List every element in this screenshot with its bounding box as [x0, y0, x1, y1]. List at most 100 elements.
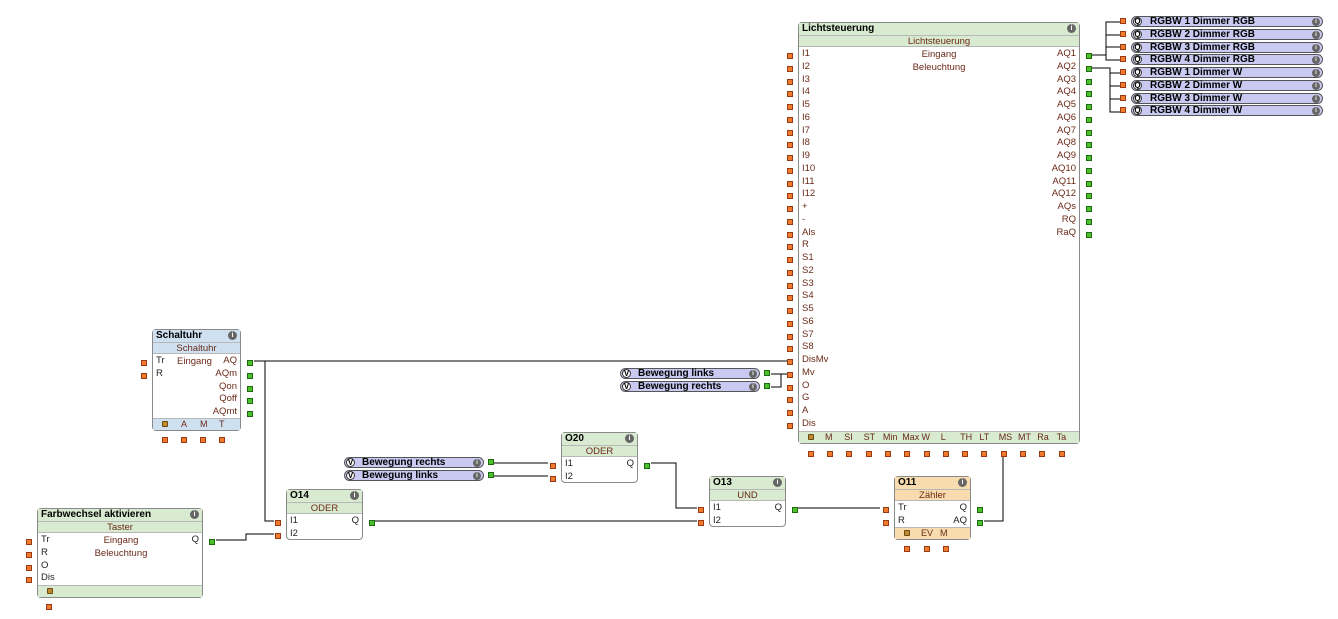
input-pin[interactable] — [26, 577, 32, 584]
info-icon[interactable]: i — [1312, 18, 1320, 26]
lock-icon[interactable] — [47, 588, 53, 594]
output-pin-in[interactable] — [1120, 43, 1126, 50]
info-icon[interactable]: i — [190, 510, 199, 519]
output-pin[interactable] — [644, 463, 650, 469]
input-pin[interactable] — [787, 422, 793, 429]
output-pin-in[interactable] — [1120, 69, 1126, 75]
input-pin[interactable] — [787, 180, 793, 187]
output-pin[interactable] — [209, 539, 215, 545]
output-pin[interactable] — [1086, 155, 1092, 161]
input-pin[interactable] — [787, 410, 793, 416]
input-pin[interactable] — [26, 539, 32, 545]
output-pin-in[interactable] — [1120, 56, 1126, 63]
input-pin[interactable] — [787, 359, 793, 365]
footer-pin[interactable] — [904, 546, 910, 552]
footer-pin[interactable] — [46, 604, 52, 610]
input-pin[interactable] — [787, 142, 793, 149]
variable-out-pin[interactable] — [488, 471, 494, 478]
info-icon[interactable]: i — [1312, 69, 1320, 77]
output-pin[interactable] — [247, 385, 253, 392]
output-pin[interactable] — [1086, 167, 1092, 174]
variable-out-pin[interactable] — [764, 370, 770, 376]
info-icon[interactable]: i — [1312, 56, 1320, 65]
variable-out-pin[interactable] — [764, 382, 770, 389]
output-pin-in[interactable] — [1120, 107, 1126, 114]
output-pin[interactable] — [977, 519, 983, 526]
footer-pin[interactable] — [942, 451, 949, 457]
info-icon[interactable]: i — [1067, 24, 1076, 33]
footer-pin[interactable] — [981, 451, 988, 457]
info-icon[interactable]: i — [749, 382, 757, 391]
input-pin[interactable] — [787, 218, 793, 225]
footer-pin[interactable] — [846, 451, 853, 457]
output-pin[interactable] — [1086, 180, 1092, 187]
output-pin[interactable] — [1086, 116, 1092, 123]
footer-pin[interactable] — [865, 451, 872, 457]
info-icon[interactable]: i — [1312, 43, 1320, 52]
input-pin[interactable] — [787, 282, 793, 289]
output-pin-in[interactable] — [1120, 94, 1126, 101]
output-pin[interactable] — [1086, 104, 1092, 110]
input-pin[interactable] — [787, 78, 793, 85]
input-pin[interactable] — [787, 53, 793, 59]
info-icon[interactable]: i — [1312, 107, 1320, 116]
input-pin[interactable] — [275, 520, 281, 526]
info-icon[interactable]: i — [1312, 94, 1320, 103]
input-pin[interactable] — [550, 475, 556, 482]
output-pin[interactable] — [247, 372, 253, 379]
footer-pin[interactable] — [1039, 451, 1046, 457]
footer-pin[interactable] — [181, 437, 187, 443]
input-pin[interactable] — [787, 397, 793, 404]
input-pin[interactable] — [787, 295, 793, 302]
info-icon[interactable]: i — [958, 478, 967, 487]
input-pin[interactable] — [883, 519, 889, 526]
input-pin[interactable] — [26, 564, 32, 571]
lock-icon[interactable] — [808, 434, 814, 440]
output-pin[interactable] — [1086, 218, 1092, 225]
footer-pin[interactable] — [904, 451, 911, 457]
footer-pin[interactable] — [884, 451, 891, 457]
output-pin[interactable] — [247, 398, 253, 405]
output-pin[interactable] — [1086, 53, 1092, 59]
input-pin[interactable] — [787, 91, 793, 98]
input-pin[interactable] — [698, 507, 704, 513]
input-pin[interactable] — [698, 519, 704, 526]
output-pin[interactable] — [1086, 193, 1092, 200]
lock-icon[interactable] — [162, 421, 168, 427]
output-pin[interactable] — [1086, 91, 1092, 98]
footer-pin[interactable] — [943, 546, 949, 552]
footer-pin[interactable] — [1058, 451, 1065, 457]
footer-pin[interactable] — [1000, 451, 1007, 457]
farbwechsel-block[interactable]: Farbwechsel aktivieren i Taster Eingang … — [26, 508, 215, 598]
info-icon[interactable]: i — [473, 471, 481, 480]
lock-icon[interactable] — [904, 530, 910, 536]
output-pin[interactable] — [247, 360, 253, 366]
info-icon[interactable]: i — [773, 478, 782, 487]
lichtsteuerung-block[interactable]: Lichtsteuerung i Lichtsteuerung Eingang … — [787, 22, 1092, 457]
output-pin[interactable] — [977, 507, 983, 513]
info-icon[interactable]: i — [473, 459, 481, 467]
variable-out-pin[interactable] — [488, 459, 494, 465]
input-pin[interactable] — [141, 372, 147, 379]
input-pin[interactable] — [275, 532, 281, 539]
input-pin[interactable] — [787, 193, 793, 200]
input-pin[interactable] — [787, 371, 793, 378]
footer-pin[interactable] — [808, 451, 814, 457]
footer-pin[interactable] — [200, 437, 206, 443]
output-pin[interactable] — [1086, 129, 1092, 136]
input-pin[interactable] — [26, 551, 32, 558]
output-pin[interactable] — [1086, 142, 1092, 149]
input-pin[interactable] — [787, 346, 793, 353]
